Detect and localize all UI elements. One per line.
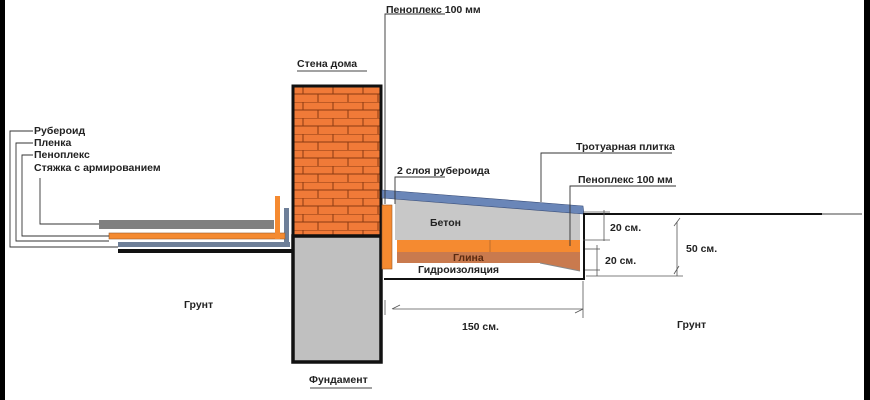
clay-layer <box>397 252 580 271</box>
label-ruberoid: Рубероид <box>34 125 85 137</box>
label-penoplex-left: Пеноплекс <box>34 149 90 161</box>
left-leader-lines <box>9 130 118 248</box>
dimension-lines <box>384 210 683 318</box>
concrete-layer <box>395 198 580 240</box>
label-penoplex-right: Пеноплекс 100 мм <box>578 174 673 186</box>
penoplex-vertical-insulation <box>381 204 393 270</box>
dim-width: 150 см. <box>462 321 499 333</box>
penoplex-layer-left-vertical <box>275 196 280 239</box>
penoplex-horizontal <box>397 240 580 252</box>
label-waterproofing: Гидроизоляция <box>418 264 499 276</box>
label-paving: Тротуарная плитка <box>576 141 675 153</box>
foundation <box>291 234 383 364</box>
right-leader-lines <box>384 13 676 246</box>
penoplex-layer-left <box>108 232 286 240</box>
pit-outline <box>384 213 822 280</box>
house-wall <box>291 84 383 238</box>
label-soil-right: Грунт <box>677 319 706 331</box>
label-screed: Стяжка с армированием <box>34 162 161 174</box>
film-layer <box>118 242 290 247</box>
label-two-layers-ruberoid: 2 слоя рубероида <box>397 165 490 177</box>
label-penoplex-top: Пеноплекс 100 мм <box>386 4 481 16</box>
label-clay: Глина <box>453 252 484 264</box>
dim-total-depth: 50 см. <box>686 243 717 255</box>
diagram-canvas: Стена дома Пеноплекс 100 мм Рубероид Пле… <box>5 0 864 400</box>
label-foundation: Фундамент <box>309 374 368 386</box>
dim-top-layer: 20 см. <box>610 222 641 234</box>
label-wall: Стена дома <box>297 58 357 70</box>
label-soil-left: Грунт <box>184 299 213 311</box>
film-layer-vertical <box>284 208 289 247</box>
label-film: Пленка <box>34 137 72 149</box>
screed-layer <box>99 220 274 229</box>
dim-bottom-layer: 20 см. <box>605 255 636 267</box>
waterproofing-line <box>539 262 581 272</box>
label-concrete: Бетон <box>430 217 461 229</box>
